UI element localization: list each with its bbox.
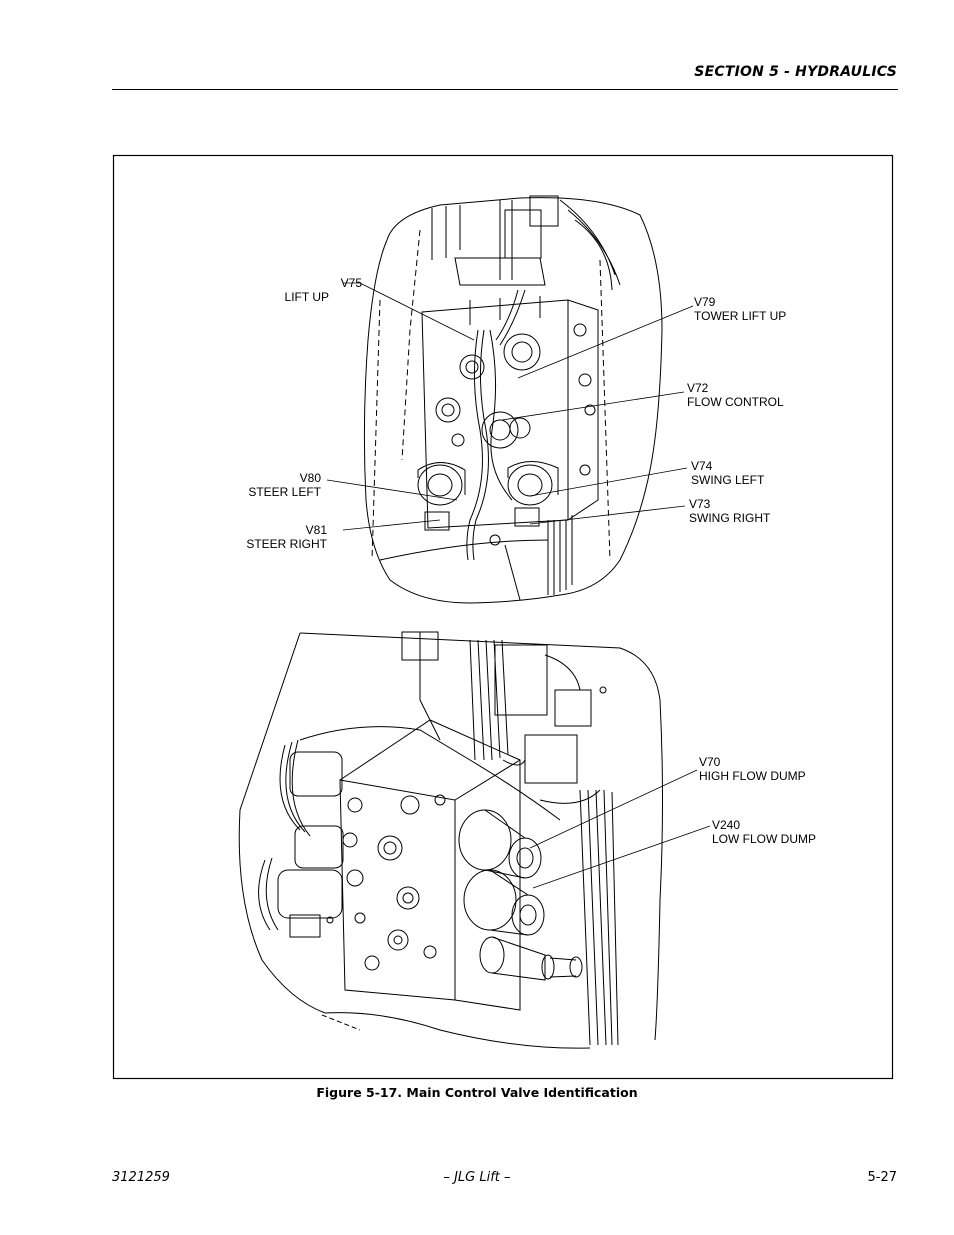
callout-v70-desc: HIGH FLOW DUMP (699, 769, 806, 783)
callout-v72-id: V72 (687, 381, 709, 395)
callout-v72-desc: FLOW CONTROL (687, 395, 784, 409)
callout-v74-id: V74 (691, 459, 713, 473)
callout-v75-desc: LIFT UP (285, 290, 329, 304)
callout-v240-id: V240 (712, 818, 740, 832)
callout-v73-id: V73 (689, 497, 711, 511)
top-callouts: V75 LIFT UP V79 TOWER LIFT UP V72 FLOW C… (246, 276, 786, 551)
callout-v79-id: V79 (694, 295, 716, 309)
bottom-callouts: V70 HIGH FLOW DUMP V240 LOW FLOW DUMP (699, 755, 816, 846)
bottom-valve-illustration (238, 631, 663, 1049)
figure-caption: Figure 5-17. Main Control Valve Identifi… (316, 1085, 638, 1100)
callout-v73-desc: SWING RIGHT (689, 511, 771, 525)
footer-page-number: 5-27 (867, 1170, 897, 1185)
figure-frame (112, 154, 894, 1080)
callout-v79-desc: TOWER LIFT UP (694, 309, 786, 323)
callout-v81-desc: STEER RIGHT (246, 537, 327, 551)
callout-v240-desc: LOW FLOW DUMP (712, 832, 816, 846)
bottom-leader-lines (529, 769, 711, 889)
callout-v81-id: V81 (306, 523, 328, 537)
top-leader-lines (326, 282, 694, 531)
callout-v80-desc: STEER LEFT (248, 485, 321, 499)
footer-doc-number: 3121259 (112, 1170, 170, 1185)
callout-v75-id: V75 (341, 276, 363, 290)
top-valve-illustration (363, 195, 663, 604)
callout-v74-desc: SWING LEFT (691, 473, 765, 487)
section-title: SECTION 5 - HYDRAULICS (694, 64, 897, 80)
header-rule (112, 89, 898, 90)
callout-v70-id: V70 (699, 755, 721, 769)
footer-center-text: – JLG Lift – (443, 1170, 511, 1185)
callout-v80-id: V80 (300, 471, 322, 485)
